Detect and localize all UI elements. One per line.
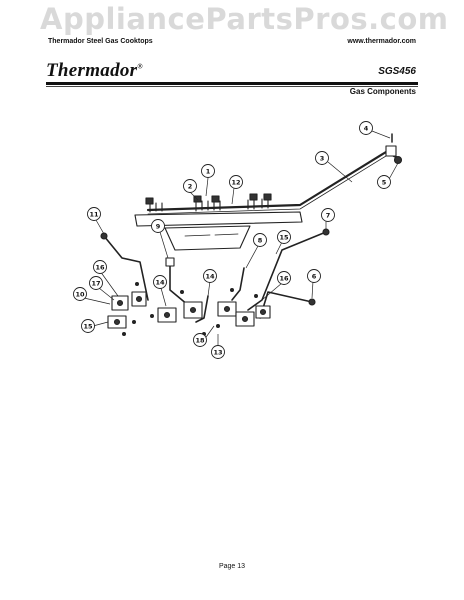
callout-label: 9 bbox=[156, 223, 161, 231]
callout-17 bbox=[89, 276, 103, 290]
watermark: AppliancePartsPros.com bbox=[40, 2, 449, 36]
callout-3 bbox=[315, 151, 329, 165]
section-title: Gas Components bbox=[349, 87, 416, 96]
callout-label: 4 bbox=[364, 125, 369, 133]
callout-16a bbox=[93, 260, 107, 274]
header-website: www.thermador.com bbox=[347, 38, 416, 45]
callout-18 bbox=[193, 333, 207, 347]
callout-8 bbox=[253, 233, 267, 247]
orifices bbox=[122, 282, 258, 336]
callout-14a bbox=[203, 269, 217, 283]
supply-tube-left bbox=[103, 235, 149, 301]
callout-label: 17 bbox=[91, 280, 100, 288]
callout-label: 13 bbox=[213, 349, 222, 357]
callout-label: 3 bbox=[320, 155, 325, 163]
callout-9 bbox=[151, 219, 165, 233]
registered-mark: ® bbox=[137, 62, 143, 71]
callout-5 bbox=[377, 175, 391, 189]
callout-6 bbox=[307, 269, 321, 283]
callout-label: 8 bbox=[258, 237, 263, 245]
callout-label: 15 bbox=[83, 323, 93, 331]
callout-label: 2 bbox=[188, 183, 193, 191]
valve-stems bbox=[145, 193, 272, 213]
callout-10 bbox=[73, 287, 87, 301]
brand-name: Thermador bbox=[46, 60, 138, 81]
supply-tube-8 bbox=[231, 267, 245, 301]
brand-logo: Thermador® bbox=[46, 60, 143, 82]
callout-label: 12 bbox=[231, 179, 240, 187]
supply-tube-9 bbox=[169, 261, 189, 306]
callout-label: 14 bbox=[155, 279, 165, 287]
callout-label: 10 bbox=[75, 291, 85, 299]
callout-label: 11 bbox=[89, 211, 99, 219]
header-rule-thin bbox=[46, 86, 418, 87]
callout-16b bbox=[277, 271, 291, 285]
supply-tube-7 bbox=[247, 231, 327, 311]
manifold-end-fitting bbox=[385, 145, 397, 157]
callout-4 bbox=[359, 121, 373, 135]
model-number: SGS456 bbox=[378, 66, 416, 77]
callout-label: 14 bbox=[205, 273, 215, 281]
callout-label: 5 bbox=[382, 179, 387, 187]
callout-7 bbox=[321, 208, 335, 222]
mounting-bracket bbox=[134, 211, 303, 227]
header-product-line: Thermador Steel Gas Cooktops bbox=[48, 38, 153, 45]
header-rule bbox=[46, 82, 418, 85]
callout-14b bbox=[153, 275, 167, 289]
callout-label: 16 bbox=[95, 264, 105, 272]
callout-13 bbox=[211, 345, 225, 359]
callout-label: 7 bbox=[326, 212, 331, 220]
callout-label: 6 bbox=[312, 273, 317, 281]
callout-label: 1 bbox=[206, 168, 211, 176]
page-number: Page 13 bbox=[218, 563, 246, 570]
callout-11 bbox=[87, 207, 101, 221]
callout-label: 15 bbox=[279, 234, 289, 242]
supply-tube-14 bbox=[195, 295, 209, 323]
callout-label: 18 bbox=[195, 337, 205, 345]
callout-1 bbox=[201, 164, 215, 178]
callout-15a bbox=[277, 230, 291, 244]
callout-2 bbox=[183, 179, 197, 193]
callout-15b bbox=[81, 319, 95, 333]
callout-12 bbox=[229, 175, 243, 189]
fitting-nut bbox=[393, 155, 403, 165]
callout-label: 16 bbox=[279, 275, 289, 283]
